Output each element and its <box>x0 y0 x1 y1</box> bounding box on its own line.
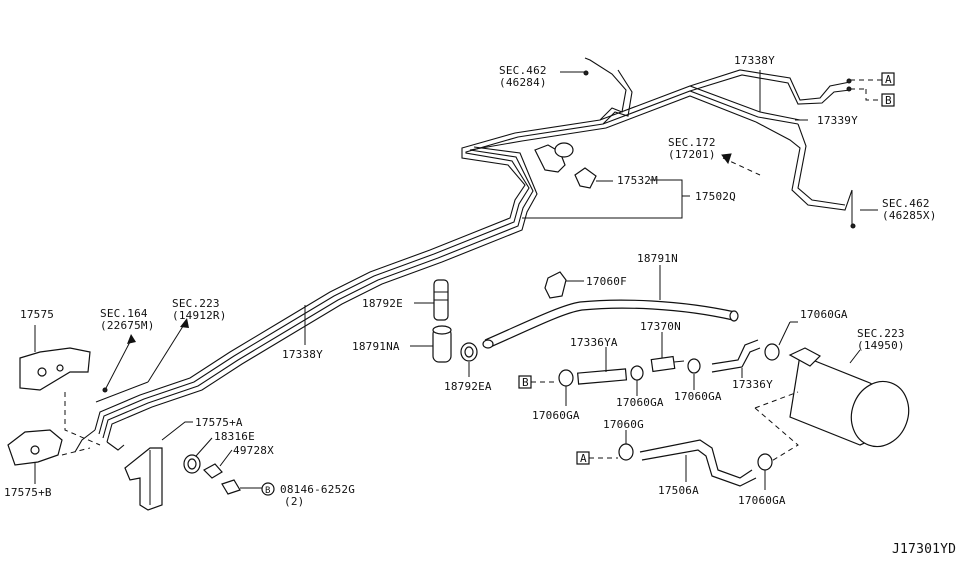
label-17575: 17575 <box>20 308 54 321</box>
label-17339y: 17339Y <box>817 114 858 127</box>
label-sec462b-ref: (46285X) <box>882 209 937 222</box>
label-box-a2: A <box>580 452 587 465</box>
label-sec462a: SEC.462 <box>499 64 547 77</box>
clip-49728x <box>203 449 233 479</box>
label-17370n: 17370N <box>640 320 681 333</box>
label-18791na: 18791NA <box>352 340 400 353</box>
hose-17336ya <box>577 347 628 385</box>
fitting-18792e <box>414 279 449 321</box>
label-17336ya: 17336YA <box>570 336 618 349</box>
canister-dashes <box>754 391 799 463</box>
clamp-17060ga-1 <box>558 369 574 406</box>
clamp-17060ga-right <box>764 321 798 361</box>
label-17575a: 17575+A <box>195 416 243 429</box>
canister-sec223 <box>788 347 910 448</box>
valve-17532m <box>534 142 613 189</box>
grommet-18316e <box>183 437 213 474</box>
label-49728x: 49728X <box>233 444 274 457</box>
label-17060ga-3: 17060GA <box>674 390 722 403</box>
label-17060ga-right: 17060GA <box>800 308 848 321</box>
label-18792ea: 18792EA <box>444 380 492 393</box>
label-sec172: SEC.172 <box>668 136 716 149</box>
label-sec462b: SEC.462 <box>882 197 930 210</box>
label-17502q: 17502Q <box>695 190 736 203</box>
clamp-17060ga-3 <box>687 358 701 390</box>
label-box-b: B <box>885 94 892 107</box>
hose-17336y <box>711 339 761 378</box>
sec172-arrow <box>721 153 761 176</box>
valve-17370n <box>650 332 685 373</box>
label-sec172-ref: (17201) <box>668 148 716 161</box>
sec223-arrow <box>95 318 189 403</box>
bolt-08146 <box>221 479 275 496</box>
bolt-b-circle <box>261 482 275 496</box>
label-box-b2: B <box>522 376 529 389</box>
hose-18791n <box>482 265 739 349</box>
bracket-dash-2 <box>61 447 91 456</box>
clamp-17060g <box>618 430 634 461</box>
label-17575b: 17575+B <box>4 486 52 499</box>
label-17338y-top: 17338Y <box>734 54 775 67</box>
sec164-arrow <box>102 334 136 393</box>
label-17532m: 17532M <box>617 174 658 187</box>
connector-b-lower <box>518 375 558 389</box>
ring-18792ea <box>460 342 478 377</box>
label-17060ga-1: 17060GA <box>532 409 580 422</box>
leader-17502q <box>522 179 690 219</box>
connector-a-lower <box>576 451 618 465</box>
label-sec164-ref: (22675M) <box>100 319 155 332</box>
label-sec223a: SEC.223 <box>172 297 220 310</box>
label-sec462a-ref: (46284) <box>499 76 547 89</box>
bracket-dash-1 <box>64 392 101 446</box>
label-sec223b-ref: (14950) <box>857 339 905 352</box>
clip-17060f <box>544 271 584 299</box>
main-fuel-tubes <box>74 57 853 453</box>
label-17506a: 17506A <box>658 484 699 497</box>
label-17336y: 17336Y <box>732 378 773 391</box>
bracket-17575 <box>19 325 91 391</box>
bracket-17575b <box>7 429 63 484</box>
label-18316e: 18316E <box>214 430 255 443</box>
connector-a-b-top <box>846 72 895 107</box>
clamp-17060ga-2 <box>630 365 644 396</box>
label-08146-qty: (2) <box>284 495 304 508</box>
label-17060ga-4: 17060GA <box>738 494 786 507</box>
hose-17506a <box>639 439 757 487</box>
label-18792e: 18792E <box>362 297 403 310</box>
sec462-right-marker <box>850 190 878 229</box>
hose-18791na <box>410 325 452 363</box>
label-sec223b: SEC.223 <box>857 327 905 340</box>
sec462-top-marker <box>560 70 589 76</box>
label-sec164: SEC.164 <box>100 307 148 320</box>
label-17060f: 17060F <box>586 275 627 288</box>
label-bolt-b: B <box>265 486 271 496</box>
label-18791n: 18791N <box>637 252 678 265</box>
label-sec223a-ref: (14912R) <box>172 309 227 322</box>
clamp-17060ga-4 <box>757 453 773 490</box>
connector-a-box <box>881 72 895 86</box>
label-08146: 08146-6252G <box>280 483 355 496</box>
label-17060g: 17060G <box>603 418 644 431</box>
bracket-17575a <box>124 421 193 511</box>
diagram-code: J17301YD <box>892 542 956 557</box>
label-17060ga-2: 17060GA <box>616 396 664 409</box>
label-box-a: A <box>885 73 892 86</box>
label-17338y-mid: 17338Y <box>282 348 323 361</box>
connector-b-box <box>881 93 895 107</box>
